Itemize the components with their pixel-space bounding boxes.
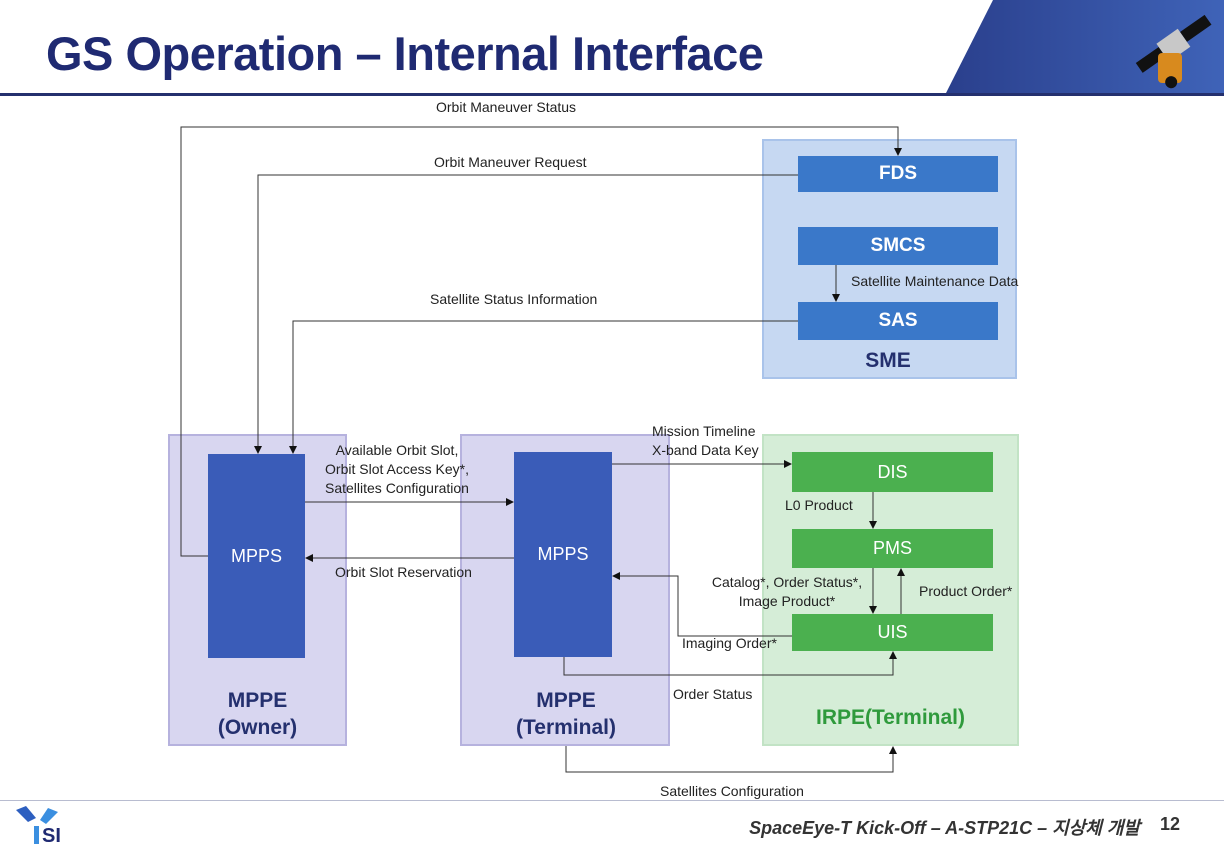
imaging-order-line (612, 572, 792, 637)
label-line: Satellites Configuration (325, 480, 469, 496)
label-line: Catalog*, Order Status*, (711, 574, 863, 590)
satellite-maintenance-label: Satellite Maintenance Data (851, 273, 1019, 289)
footer-text: SpaceEye-T Kick-Off – A-STP21C – 지상체 개발 (749, 818, 1140, 838)
group-subtitle: (Owner) (217, 716, 298, 739)
irpe-label: IRPE(Terminal) (816, 706, 965, 729)
si-logo: SI (16, 806, 61, 846)
mppe-owner-label: MPPE (Owner) (168, 687, 347, 741)
svg-text:SI: SI (42, 825, 61, 846)
product-order-label: Product Order* (919, 583, 1013, 599)
header-divider (0, 93, 1224, 96)
label-line: X-band Data Key (652, 442, 759, 458)
imaging-order-label: Imaging Order* (682, 635, 777, 651)
label-line: Available Orbit Slot, (335, 442, 459, 458)
fds-box: FDS (798, 156, 998, 192)
satellite-icon (1135, 14, 1212, 89)
sme-label: SME (865, 349, 911, 372)
order-status-line (563, 651, 897, 676)
satellite-status-label: Satellite Status Information (430, 291, 598, 307)
mission-timeline-label: Mission Timeline X-band Data Key (652, 422, 759, 460)
mppe-terminal-label: MPPE (Terminal) (460, 687, 672, 741)
page-title: GS Operation – Internal Interface (46, 27, 764, 80)
header-banner (945, 0, 1224, 95)
orbit-maneuver-status-line (180, 126, 902, 557)
footer-divider (0, 800, 1224, 801)
mpps-owner-box: MPPS (208, 454, 305, 658)
mpps-terminal-box: MPPS (514, 452, 612, 657)
pms-box: PMS (792, 529, 993, 568)
label-line: Mission Timeline (652, 423, 756, 439)
smcs-box: SMCS (798, 227, 998, 265)
owner-to-terminal-label: Available Orbit Slot, Orbit Slot Access … (310, 441, 484, 498)
orbit-slot-reservation-label: Orbit Slot Reservation (335, 564, 472, 580)
group-title: MPPE (227, 689, 288, 712)
group-title: MPPE (536, 689, 596, 712)
dis-box: DIS (792, 452, 993, 492)
order-status-label: Order Status (673, 686, 753, 702)
orbit-maneuver-request-line (254, 174, 798, 454)
orbit-maneuver-status-label: Orbit Maneuver Status (436, 99, 577, 115)
page-number: 12 (1159, 814, 1180, 834)
orbit-maneuver-request-label: Orbit Maneuver Request (434, 154, 587, 170)
group-subtitle: (Terminal) (516, 716, 616, 739)
uis-box: UIS (792, 614, 993, 651)
satellite-status-line (289, 320, 798, 454)
l0-product-label: L0 Product (785, 497, 853, 513)
label-line: Image Product* (738, 593, 836, 609)
pms-to-uis-label: Catalog*, Order Status*, Image Product* (700, 573, 874, 611)
satellites-configuration-label: Satellites Configuration (660, 783, 804, 799)
sas-box: SAS (798, 302, 998, 340)
satellites-configuration-line (565, 746, 897, 773)
label-line: Orbit Slot Access Key*, (325, 461, 469, 477)
